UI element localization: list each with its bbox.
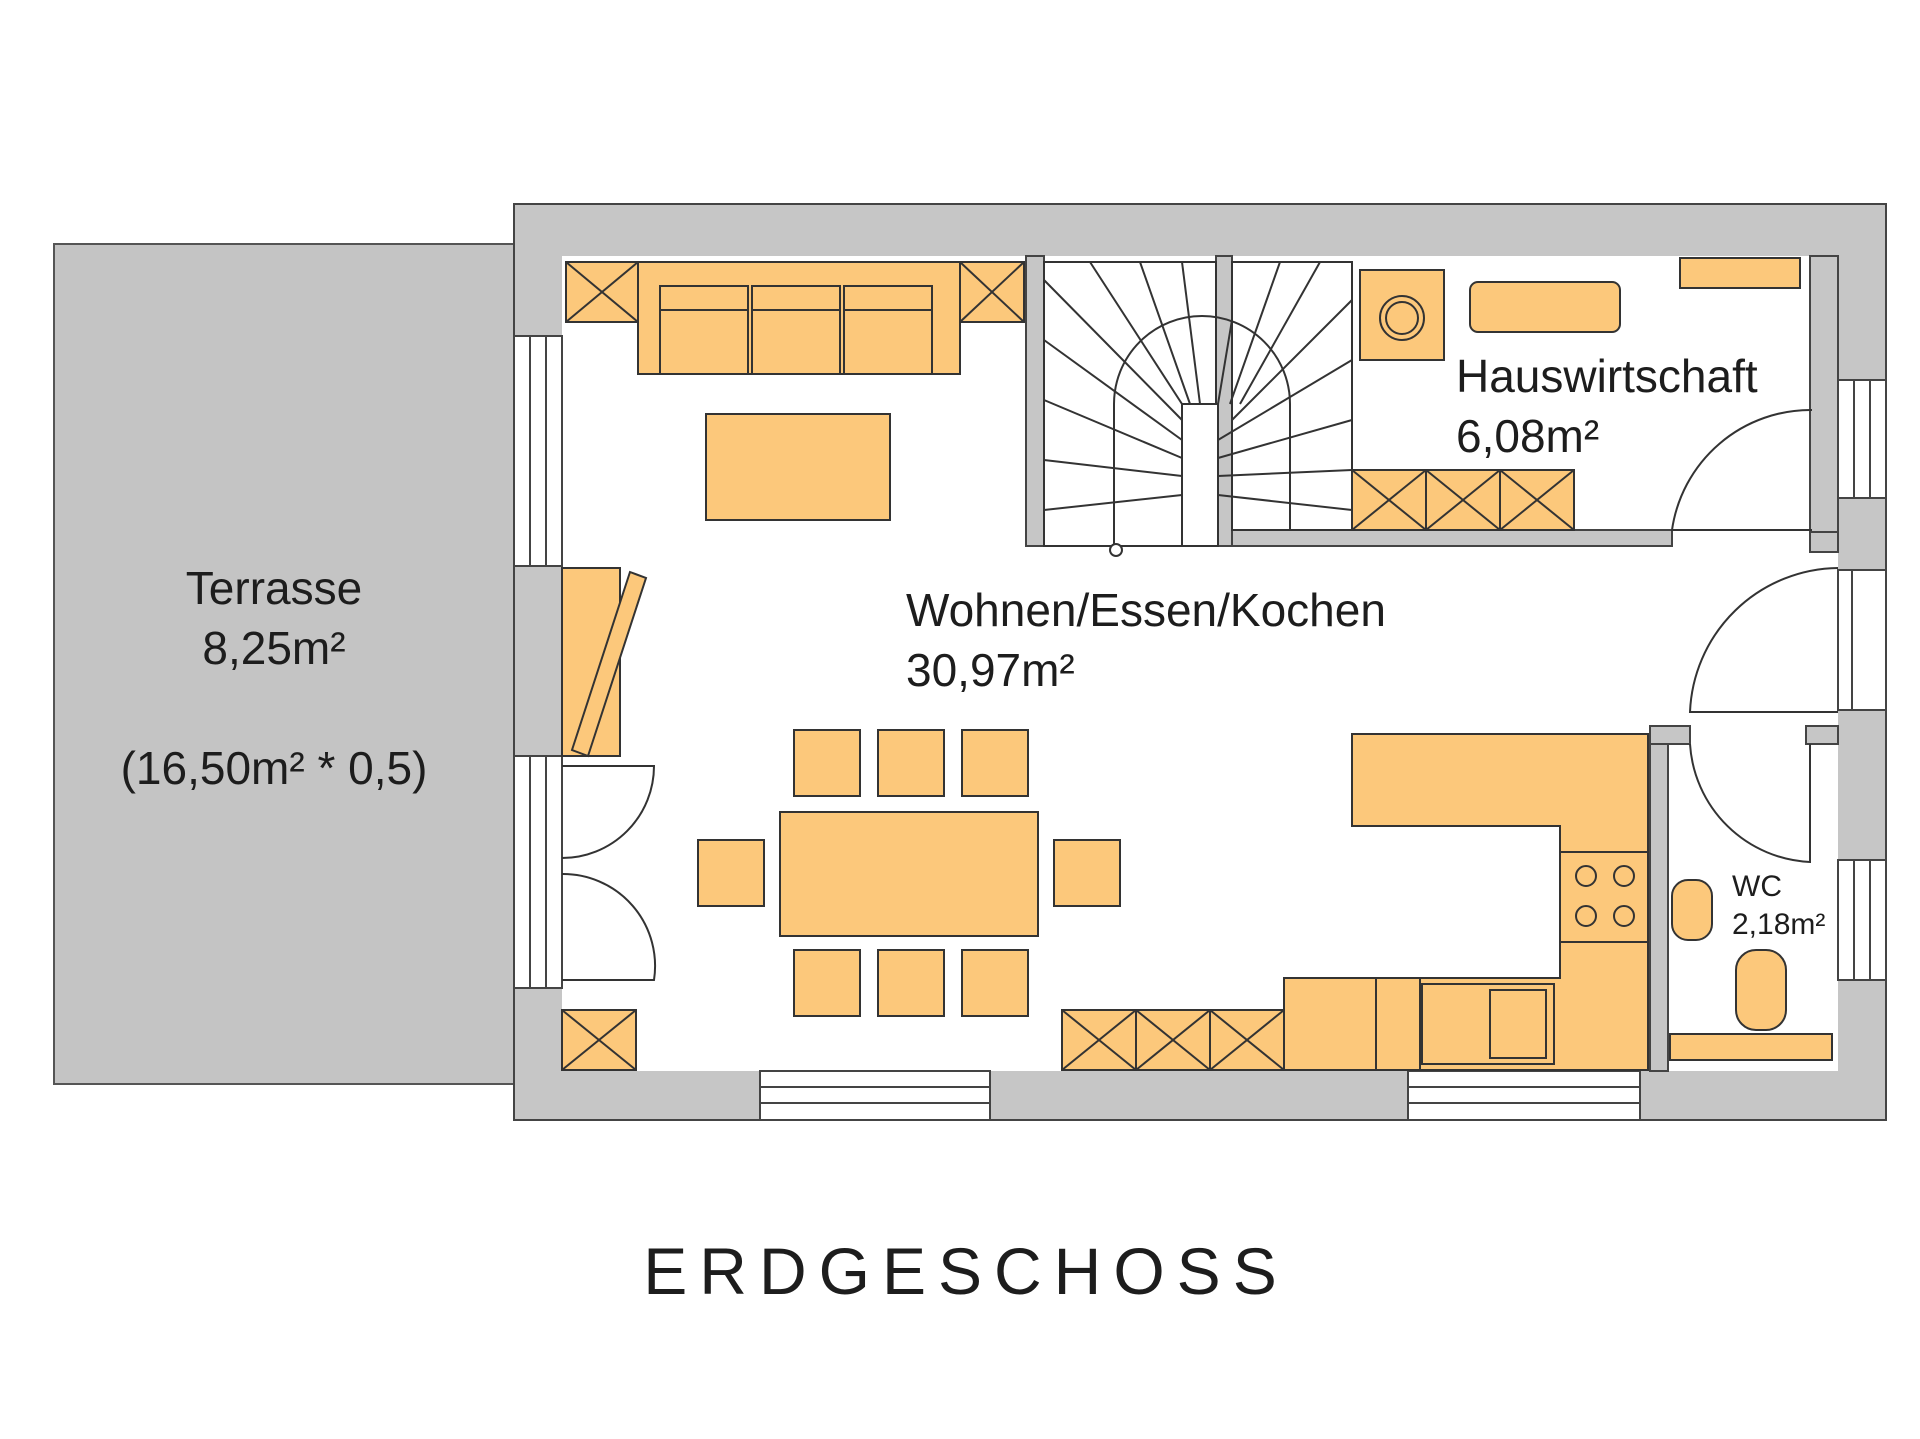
wc-area-value: 2,18m² <box>1732 908 1825 941</box>
wc-name: WC <box>1732 870 1782 903</box>
windows <box>513 335 1887 1121</box>
living-name: Wohnen/Essen/Kochen <box>906 584 1386 636</box>
terrace-area-note: (16,50m² * 0,5) <box>121 742 428 794</box>
terrace-area-value: 8,25m² <box>202 622 345 674</box>
staircase <box>1043 261 1353 557</box>
terrace-name: Terrasse <box>186 562 362 614</box>
utility-name: Hauswirtschaft <box>1456 350 1758 402</box>
door-swings <box>561 408 1839 981</box>
utility-area-value: 6,08m² <box>1456 410 1599 462</box>
room-labels: Terrasse 8,25m² (16,50m² * 0,5) Wohnen/E… <box>121 350 1826 941</box>
floor-title: ERDGESCHOSS <box>643 1234 1288 1308</box>
furniture <box>561 257 1833 1071</box>
terrace-area <box>53 243 515 1085</box>
living-area-value: 30,97m² <box>906 644 1075 696</box>
